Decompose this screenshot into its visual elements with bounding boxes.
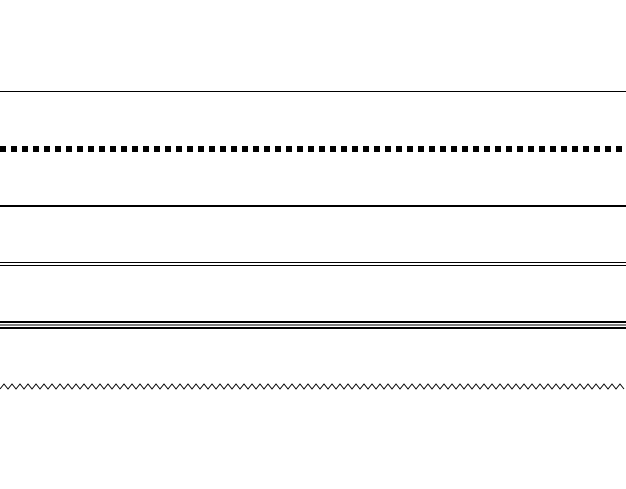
double-line	[0, 262, 626, 266]
dotted-line	[0, 146, 626, 152]
thin-solid-line	[0, 91, 626, 92]
dotted-line-svg	[0, 146, 626, 152]
wavy-zigzag-svg	[0, 383, 625, 390]
triple-line	[0, 321, 626, 330]
medium-solid-line	[0, 205, 626, 207]
wavy-zigzag-line	[0, 382, 626, 392]
triple-line-svg	[0, 321, 626, 329]
